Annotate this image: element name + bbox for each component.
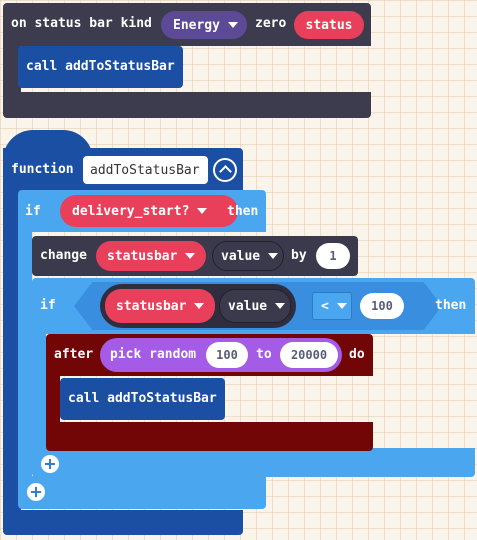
operator-dropdown[interactable]: < — [312, 292, 352, 320]
random-max-input[interactable]: 20000 — [280, 342, 338, 368]
call-label: call addToStatusBar — [26, 59, 175, 74]
condition-delivery-start[interactable]: delivery_start? — [60, 195, 238, 227]
lhs-property-dropdown[interactable]: value — [219, 289, 291, 323]
call-block-after[interactable]: call addToStatusBar — [60, 378, 225, 420]
pick-random-reporter[interactable]: pick random 100 to 20000 — [100, 338, 342, 372]
random-min-input[interactable]: 100 — [206, 342, 248, 368]
pick-random-label: pick random — [110, 347, 197, 362]
status-param-reporter[interactable]: status — [294, 11, 364, 39]
do-label: do — [349, 347, 365, 362]
kind-dropdown[interactable]: Energy — [161, 11, 247, 39]
call-label-after: call addToStatusBar — [68, 391, 217, 406]
after-label: after — [54, 347, 94, 362]
by-label: by — [291, 248, 307, 263]
change-label: change — [40, 248, 87, 263]
change-amount-input[interactable]: 1 — [316, 243, 350, 269]
inner-if-block[interactable]: if statusbar value < 100 then — [32, 278, 475, 477]
event-block-on-status-bar-zero[interactable]: on status bar kind Energy zero status — [3, 3, 371, 118]
event-label-middle: zero — [255, 16, 287, 31]
change-block[interactable]: change statusbar value by 1 — [32, 236, 358, 276]
add-else-plus-icon[interactable] — [27, 483, 45, 501]
rhs-value-input[interactable]: 100 — [360, 293, 404, 319]
if-label: if — [25, 204, 41, 219]
after-block[interactable]: after pick random 100 to 20000 do — [46, 334, 373, 451]
operator-label: < — [321, 298, 329, 314]
call-block-event[interactable]: call addToStatusBar — [18, 46, 183, 88]
statusbar-variable-dropdown[interactable]: statusbar — [96, 241, 206, 271]
function-keyword: function — [11, 162, 74, 177]
chevron-up-icon[interactable] — [213, 158, 237, 182]
to-label: to — [256, 347, 272, 362]
inner-add-else-plus-icon[interactable] — [41, 455, 59, 473]
then-label: then — [227, 204, 259, 219]
event-label-prefix: on status bar kind — [11, 16, 152, 31]
function-block[interactable]: function addToStatusBar — [3, 130, 243, 535]
if-block[interactable]: if delivery_start? then — [18, 190, 266, 509]
property-dropdown[interactable]: value — [212, 241, 284, 271]
inner-if-label: if — [40, 298, 56, 313]
function-name: addToStatusBar — [90, 162, 200, 178]
lhs-statusbar-dropdown[interactable]: statusbar — [105, 289, 215, 323]
function-name-field[interactable]: addToStatusBar — [83, 156, 208, 184]
inner-then-label: then — [435, 298, 467, 313]
